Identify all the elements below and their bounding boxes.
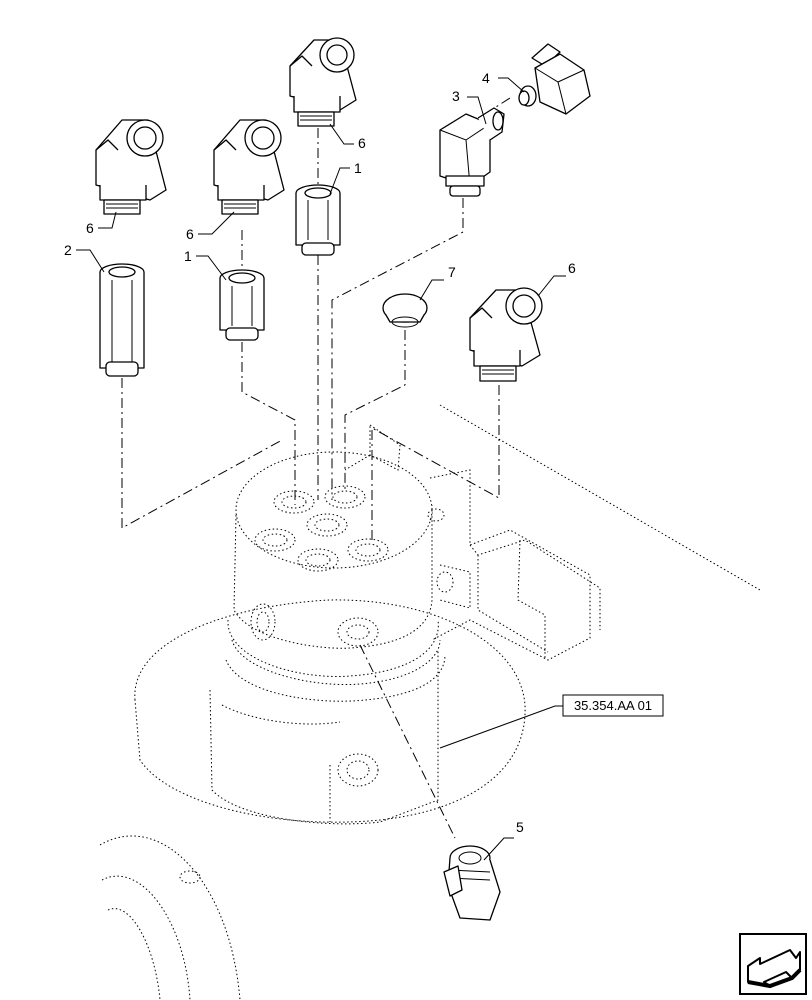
- elbow-fitting-top: [289, 37, 357, 127]
- top-face-ports: [254, 485, 389, 572]
- reference-label: 35.354.AA 01: [574, 698, 652, 713]
- callout-5: 5: [516, 819, 524, 835]
- callout-1-top: 1: [354, 160, 362, 176]
- callout-4: 4: [482, 70, 490, 86]
- reference-box[interactable]: 35.354.AA 01: [562, 694, 664, 717]
- bottom-fitting: [443, 845, 501, 921]
- callout-6-right: 6: [568, 260, 576, 276]
- short-adapter-left: [219, 269, 265, 341]
- assembly-lines: [121, 97, 511, 839]
- callout-6-left: 6: [86, 220, 94, 236]
- short-adapter-top: [295, 184, 341, 256]
- callout-2: 2: [64, 242, 72, 258]
- right-angle-body: [439, 107, 505, 197]
- callout-1-left: 1: [184, 248, 192, 264]
- callout-6-top: 6: [358, 135, 366, 151]
- elbow-fitting-left: [95, 119, 167, 215]
- callout-7: 7: [448, 264, 456, 280]
- next-page-arrow-icon[interactable]: [739, 933, 807, 995]
- reference-line: [439, 404, 761, 591]
- connector-fitting: [518, 43, 591, 115]
- long-adapter: [99, 263, 145, 377]
- callout-leaders: [76, 77, 566, 861]
- callout-labels: 2 1 1 3 4 5 6 6 6 6 7: [64, 70, 576, 835]
- swivel-housing: [99, 424, 601, 1000]
- callout-3: 3: [452, 88, 460, 104]
- elbow-fitting-center-left: [213, 119, 285, 215]
- plug: [382, 293, 428, 328]
- callout-6-center: 6: [186, 226, 194, 242]
- elbow-fitting-right: [469, 287, 543, 382]
